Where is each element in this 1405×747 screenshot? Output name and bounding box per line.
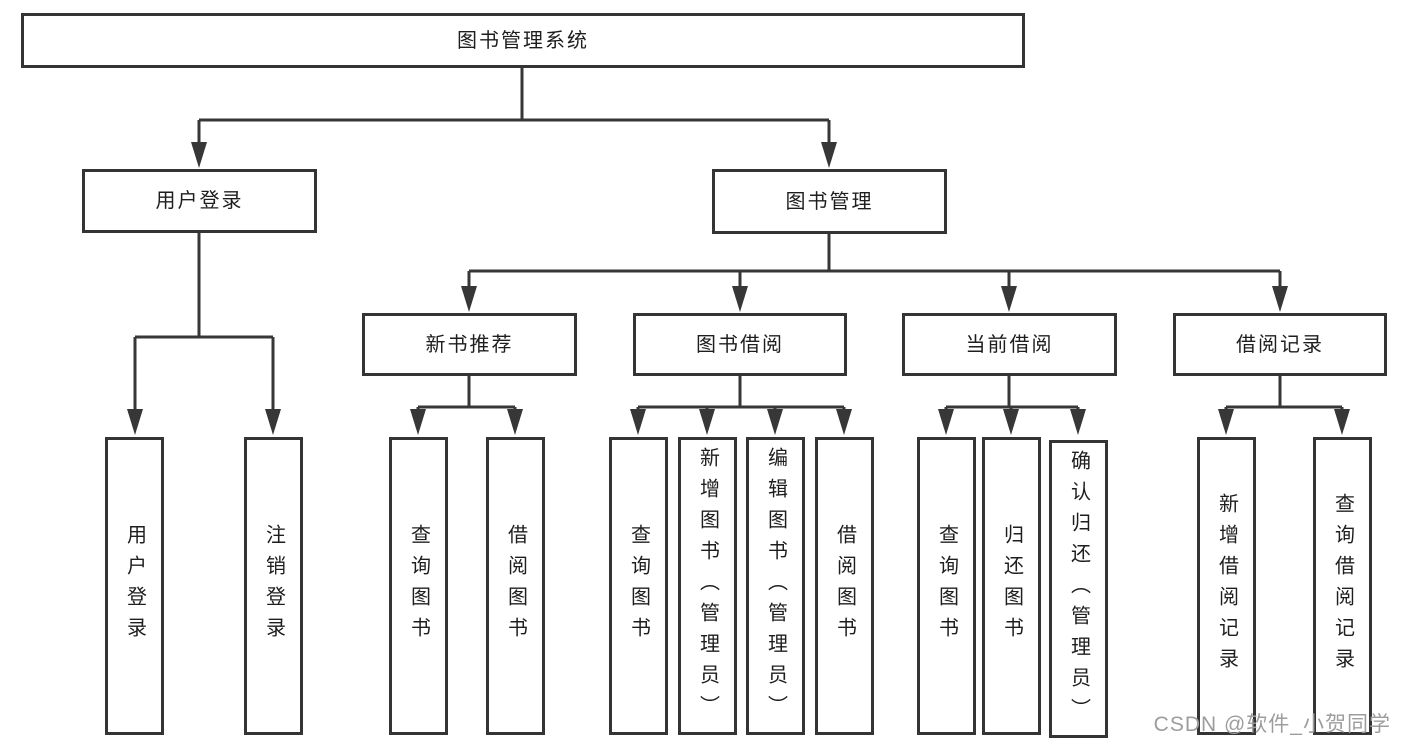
leaf-query-books-borrow: 查询图书 [609,437,668,735]
leaf-query-books-current: 查询图书 [917,437,976,735]
leaf-borrow-books: 借阅图书 [815,437,874,735]
leaf-confirm-return-admin: 确认归还（管理员） [1049,440,1108,738]
arrow-down-icon [1003,409,1019,435]
arrow-down-icon [630,409,646,435]
watermark: CSDN @软件_小贺同学 [1153,713,1391,736]
connector-root [197,66,831,146]
leaf-add-book-admin: 新增图书（管理员） [678,437,737,735]
arrow-down-icon [699,409,715,435]
arrow-down-icon [732,286,748,312]
node-current-borrow: 当前借阅 [902,313,1117,376]
arrow-down-icon [410,409,426,435]
leaf-query-books-recommend: 查询图书 [389,437,448,735]
leaf-add-borrow-record: 新增借阅记录 [1197,437,1256,735]
connector-borrow-records [1224,376,1344,414]
node-borrow-records: 借阅记录 [1173,313,1387,376]
arrow-down-icon [127,409,143,435]
node-book-borrow: 图书借阅 [633,313,847,376]
arrow-down-icon [1272,286,1288,312]
connector-current-borrow [944,376,1080,414]
node-user-login: 用户登录 [82,169,317,233]
leaf-user-login: 用户登录 [105,437,164,735]
arrow-down-icon [1001,286,1017,312]
arrow-down-icon [191,142,207,168]
leaf-logout: 注销登录 [244,437,303,735]
arrow-down-icon [836,409,852,435]
node-root: 图书管理系统 [21,13,1025,68]
node-book-management: 图书管理 [712,169,947,234]
arrow-down-icon [507,409,523,435]
arrow-down-icon [461,286,477,312]
arrow-down-icon [767,409,783,435]
connector-new-book-recommend [416,376,517,414]
leaf-return-book: 归还图书 [982,437,1041,735]
arrow-down-icon [1070,409,1086,435]
connector-book-management [467,234,1282,290]
arrow-down-icon [1218,409,1234,435]
arrow-down-icon [938,409,954,435]
arrow-down-icon [1334,409,1350,435]
arrow-down-icon [821,142,837,168]
node-new-book-recommend: 新书推荐 [362,313,577,376]
arrow-down-icon [265,409,281,435]
connector-user-login [133,233,275,414]
connector-book-borrow [636,376,846,414]
leaf-query-borrow-record: 查询借阅记录 [1313,437,1372,735]
leaf-borrow-books-recommend: 借阅图书 [486,437,545,735]
leaf-edit-book-admin: 编辑图书（管理员） [746,437,805,735]
